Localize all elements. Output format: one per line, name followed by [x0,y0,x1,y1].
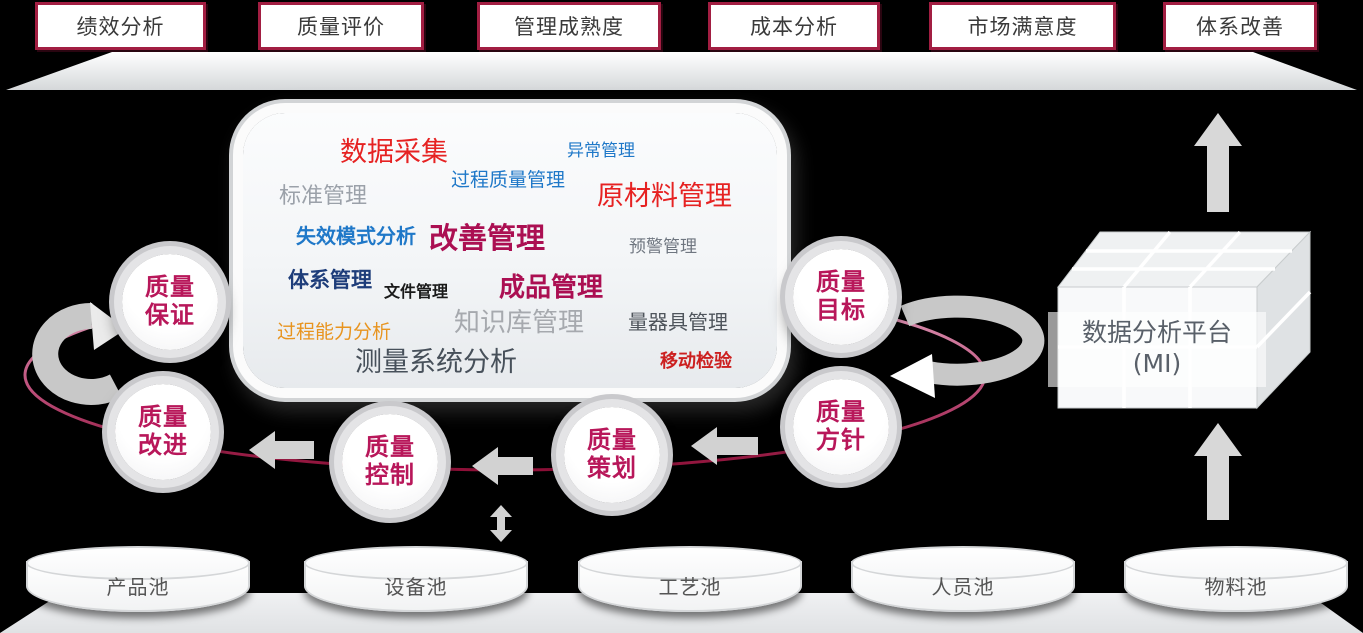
up-arrow-cube-to-modules [1194,113,1242,212]
cloud-word-1: 异常管理 [567,141,635,161]
cloud-word-11: 知识库管理 [454,308,585,338]
pool-material: 物料池 [1124,546,1348,612]
module-label: 管理成熟度 [514,15,624,39]
node-label-line1: 质量 [587,426,637,455]
cloud-word-5: 失效模式分析 [296,224,416,248]
cloud-word-7: 预警管理 [629,237,697,257]
cloud-word-10: 成品管理 [499,273,604,303]
node-label-line2: 保证 [145,301,195,329]
cloud-word-9: 文件管理 [384,282,449,301]
node-label-line2: 目标 [816,296,866,324]
right-swoosh-arrow [900,295,1045,386]
module-quality-evaluation: 质量评价 [258,2,424,50]
cloud-word-12: 量器具管理 [628,310,728,334]
cloud-word-15: 移动检验 [660,351,732,372]
pool-label: 物料池 [1204,575,1268,599]
pool-process: 工艺池 [578,546,802,612]
node-label-line2: 策划 [587,454,637,482]
module-management-maturity: 管理成熟度 [477,2,661,50]
module-label: 成本分析 [750,15,838,39]
module-label: 质量评价 [297,15,385,39]
cycle-node-quality-objectives: 质量 目标 [793,249,889,345]
pool-label: 人员池 [931,575,995,599]
cube-label-line1: 数据分析平台 [1081,318,1232,347]
node-label-line1: 质量 [816,398,866,427]
module-label: 市场满意度 [967,15,1078,39]
arrow-control-to-improvement [249,431,314,469]
module-market-satisfaction: 市场满意度 [929,2,1116,50]
module-label: 体系改善 [1196,15,1284,39]
pool-label: 产品池 [106,575,170,599]
cloud-word-4: 原材料管理 [597,181,732,212]
data-analysis-platform-label: 数据分析平台 (MI) [1048,312,1266,387]
double-arrow-cycle-pools [490,505,512,542]
arrow-policy-to-planning [691,427,758,465]
pool-personnel: 人员池 [851,546,1075,612]
module-label: 绩效分析 [76,15,165,39]
cloud-word-0: 数据采集 [340,137,448,168]
node-label-line2: 方针 [816,426,866,454]
pool-product: 产品池 [26,546,250,612]
quality-function-cloud [243,113,777,388]
node-label-line1: 质量 [145,273,195,302]
node-label-line1: 质量 [816,268,866,297]
cloud-word-3: 标准管理 [279,184,368,209]
node-label-line1: 质量 [365,433,415,462]
top-platform [6,52,1357,90]
node-label-line2: 改进 [138,431,188,459]
module-system-improvement: 体系改善 [1163,2,1317,50]
node-label-line1: 质量 [138,403,188,432]
left-swoosh-arrow [32,302,123,405]
cycle-node-quality-assurance: 质量 保证 [122,254,218,350]
cloud-word-8: 体系管理 [288,268,372,292]
arrow-planning-to-control [472,447,533,485]
module-cost-analysis: 成本分析 [708,2,880,50]
cloud-word-14: 测量系统分析 [355,347,517,378]
up-arrow-pool-to-cube [1194,423,1242,520]
pool-equipment: 设备池 [304,546,528,612]
cloud-word-6: 改善管理 [429,221,546,255]
module-performance-analysis: 绩效分析 [35,2,206,50]
pool-label: 设备池 [384,575,448,599]
left-swoosh-arrowhead [90,302,126,350]
cycle-node-quality-improvement: 质量 改进 [115,384,211,480]
cycle-node-quality-planning: 质量 策划 [564,407,660,503]
cycle-node-quality-policy: 质量 方针 [793,379,889,475]
pool-label: 工艺池 [658,575,722,599]
right-swoosh-arrowhead [890,354,935,398]
cycle-node-quality-control: 质量 控制 [342,414,438,510]
cloud-word-13: 过程能力分析 [277,321,392,343]
cloud-word-2: 过程质量管理 [451,169,566,191]
cube-label-line2: (MI) [1132,349,1182,379]
node-label-line2: 控制 [365,461,415,489]
